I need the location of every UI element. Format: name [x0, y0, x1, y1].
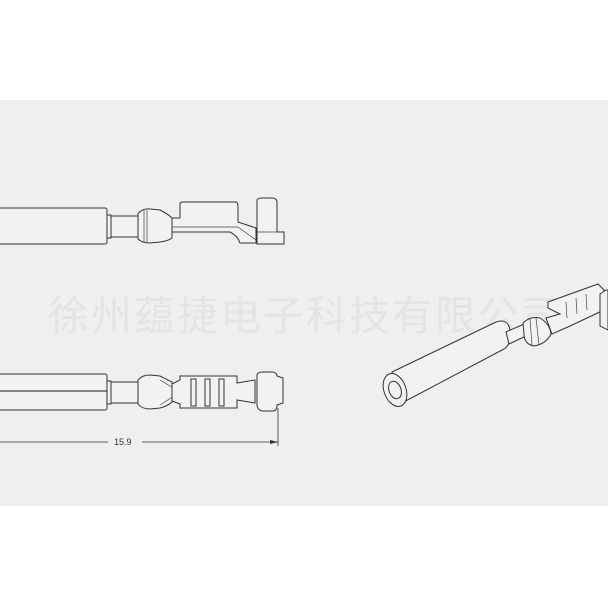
top-view-terminal — [0, 371, 284, 412]
dimension-annotation: 15.9 — [0, 408, 279, 447]
drawing-panel — [0, 100, 608, 506]
isometric-view-terminal — [382, 283, 608, 407]
side-view-terminal — [0, 197, 285, 245]
dimension-value: 15.9 — [114, 437, 132, 447]
